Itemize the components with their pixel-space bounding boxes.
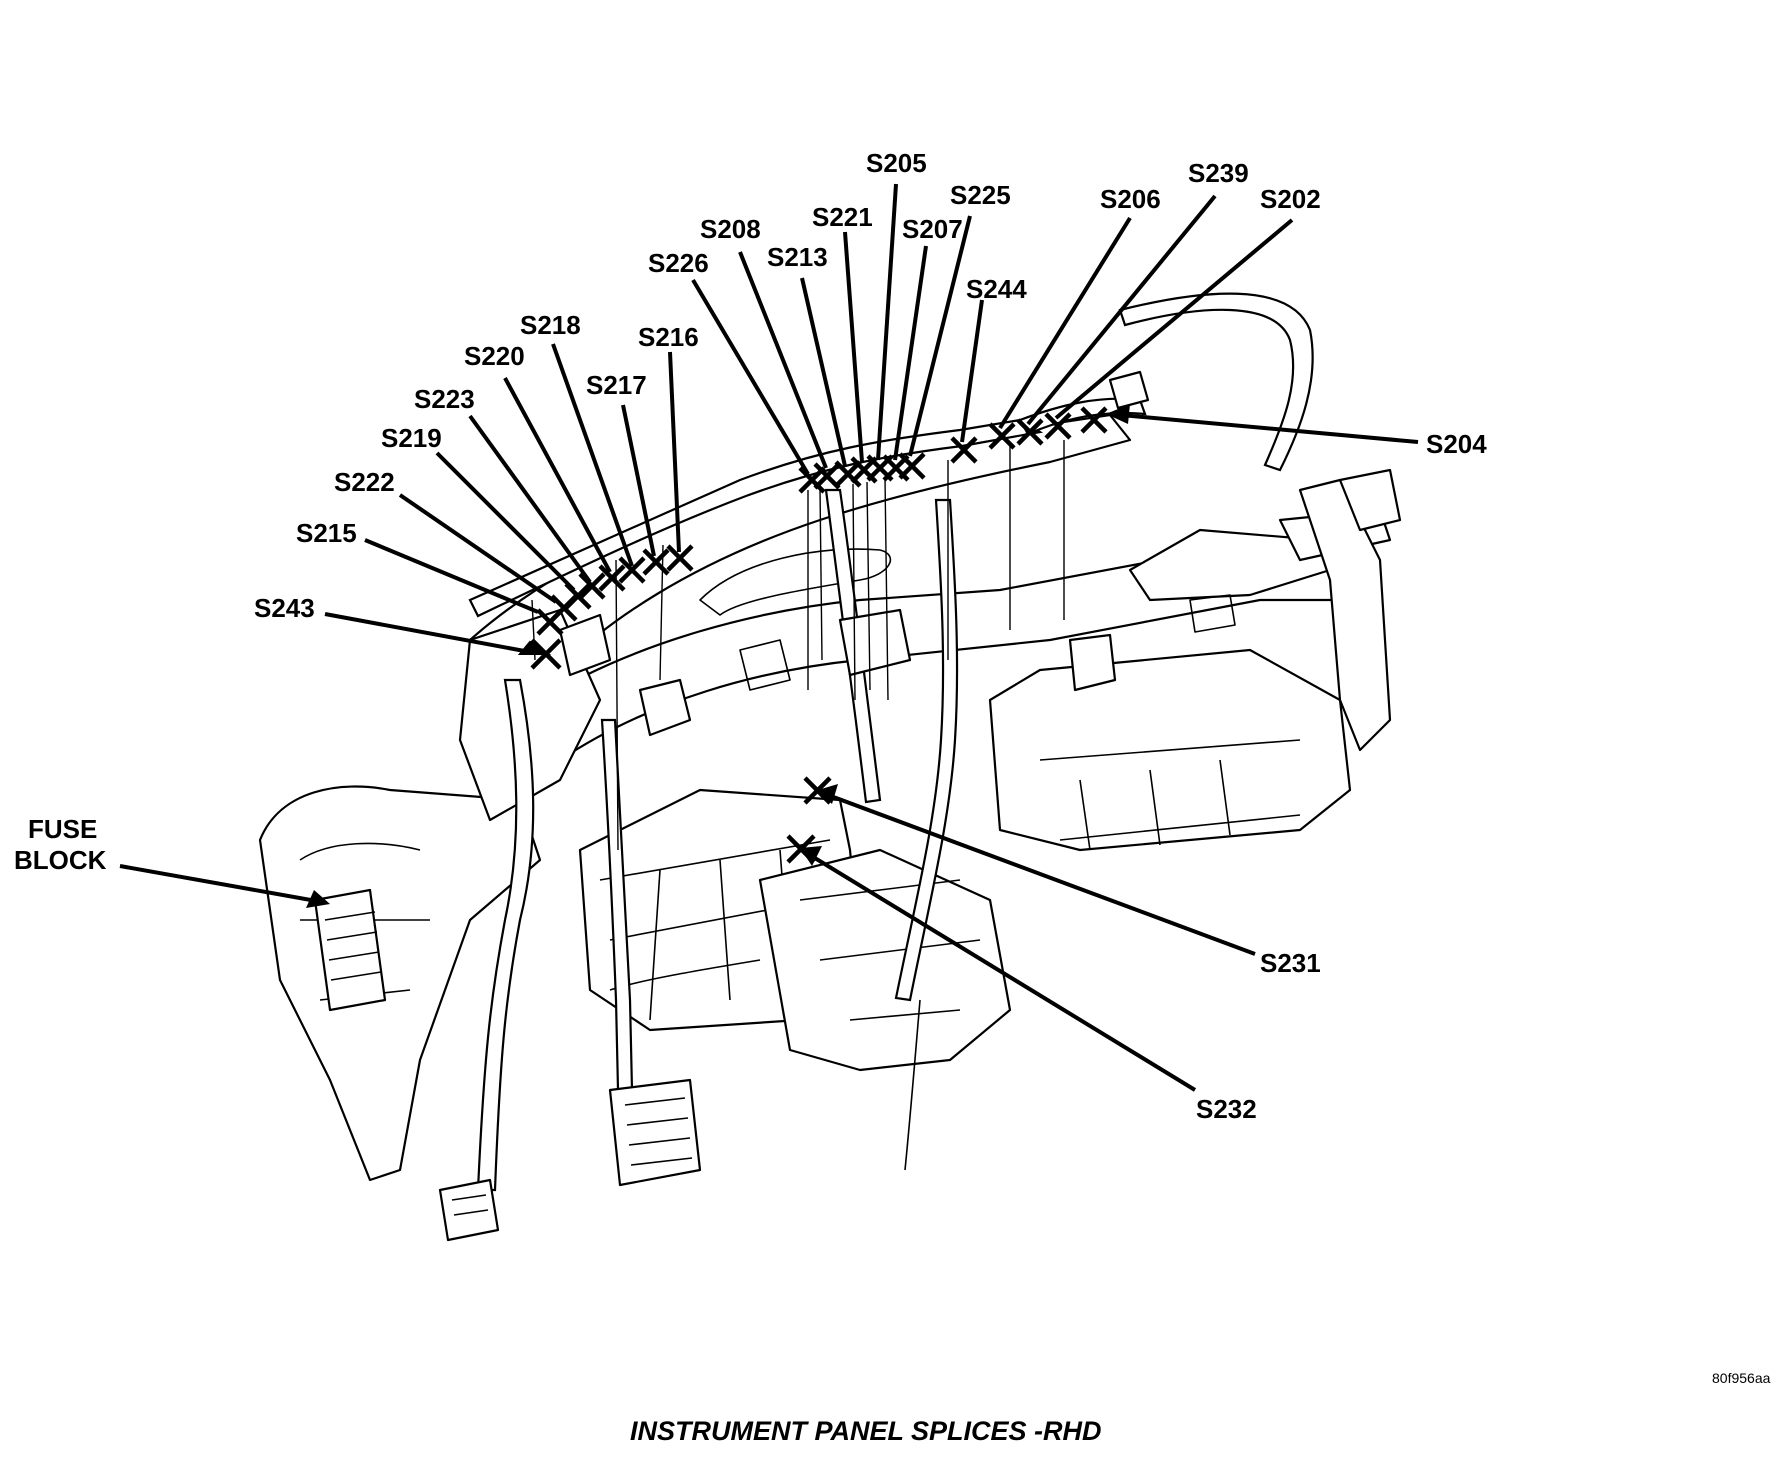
leader-s202: [1054, 218, 1294, 420]
splice-mark-s220: [598, 564, 626, 592]
leader-s222: [398, 493, 558, 604]
leader-s207: [893, 245, 928, 461]
label-s216: S216: [638, 322, 699, 352]
splice-mark-s202: [1044, 412, 1072, 440]
leader-s205: [876, 183, 898, 461]
splice-mark-s217: [642, 548, 670, 576]
label-s215: S215: [296, 518, 357, 548]
label-s232: S232: [1196, 1094, 1257, 1124]
label-s208: S208: [700, 214, 761, 244]
label-block: BLOCK: [14, 845, 107, 875]
splice-markers: [530, 406, 1108, 864]
label-s219: S219: [381, 423, 442, 453]
leader-s244: [960, 299, 984, 443]
leader-fuse-block: [119, 864, 323, 904]
label-s213: S213: [767, 242, 828, 272]
label-s205: S205: [866, 148, 927, 178]
label-s220: S220: [464, 341, 525, 371]
leader-s221: [843, 231, 864, 463]
label-s221: S221: [812, 202, 873, 232]
label-s222: S222: [334, 467, 395, 497]
splice-mark-s206: [988, 422, 1016, 450]
label-s223: S223: [414, 384, 475, 414]
leader-s217: [621, 404, 656, 557]
leader-s226: [691, 278, 810, 476]
leader-s218: [551, 343, 634, 567]
leader-s243: [324, 612, 531, 654]
leader-s215: [364, 538, 539, 614]
leader-s239: [1026, 194, 1217, 426]
leader-s206: [998, 216, 1132, 430]
splice-mark-s213: [834, 460, 862, 488]
leader-s223: [468, 414, 592, 584]
label-s244: S244: [966, 274, 1027, 304]
figure-caption: INSTRUMENT PANEL SPLICES -RHD: [630, 1416, 1102, 1446]
label-s243: S243: [254, 593, 315, 623]
leader-s216: [668, 351, 681, 553]
splice-mark-s223: [578, 572, 606, 600]
splice-mark-s231: [803, 776, 832, 805]
instrument-panel-structure: [258, 292, 1402, 1242]
leader-s231: [819, 790, 1256, 956]
leader-s213: [800, 277, 847, 467]
splice-mark-s216: [666, 544, 694, 572]
leader-s208: [738, 251, 828, 469]
splice-labels: S205 S225 S239 S202 S206 S221 S208 S207 …: [14, 148, 1487, 1124]
label-s225: S225: [950, 180, 1011, 210]
leader-s232: [803, 850, 1197, 1092]
label-s226: S226: [648, 248, 709, 278]
splice-mark-s244: [950, 436, 978, 464]
splice-mark-s218: [618, 556, 646, 584]
label-s206: S206: [1100, 184, 1161, 214]
label-s231: S231: [1260, 948, 1321, 978]
label-s207: S207: [902, 214, 963, 244]
splice-mark-s239: [1016, 418, 1044, 446]
label-s217: S217: [586, 370, 647, 400]
label-s204: S204: [1426, 429, 1487, 459]
leader-s225: [908, 215, 972, 457]
label-fuse: FUSE: [28, 814, 97, 844]
leader-s204: [1109, 412, 1419, 444]
splice-mark-s204: [1080, 406, 1108, 434]
splice-mark-s225: [898, 452, 926, 480]
leader-lines: [119, 183, 1419, 1092]
figure-id: 80f956aa: [1712, 1370, 1771, 1386]
drop-lines: [531, 440, 1065, 851]
leader-s220: [503, 377, 612, 573]
leader-s219: [435, 451, 576, 592]
label-s239: S239: [1188, 158, 1249, 188]
label-s218: S218: [520, 310, 581, 340]
label-s202: S202: [1260, 184, 1321, 214]
